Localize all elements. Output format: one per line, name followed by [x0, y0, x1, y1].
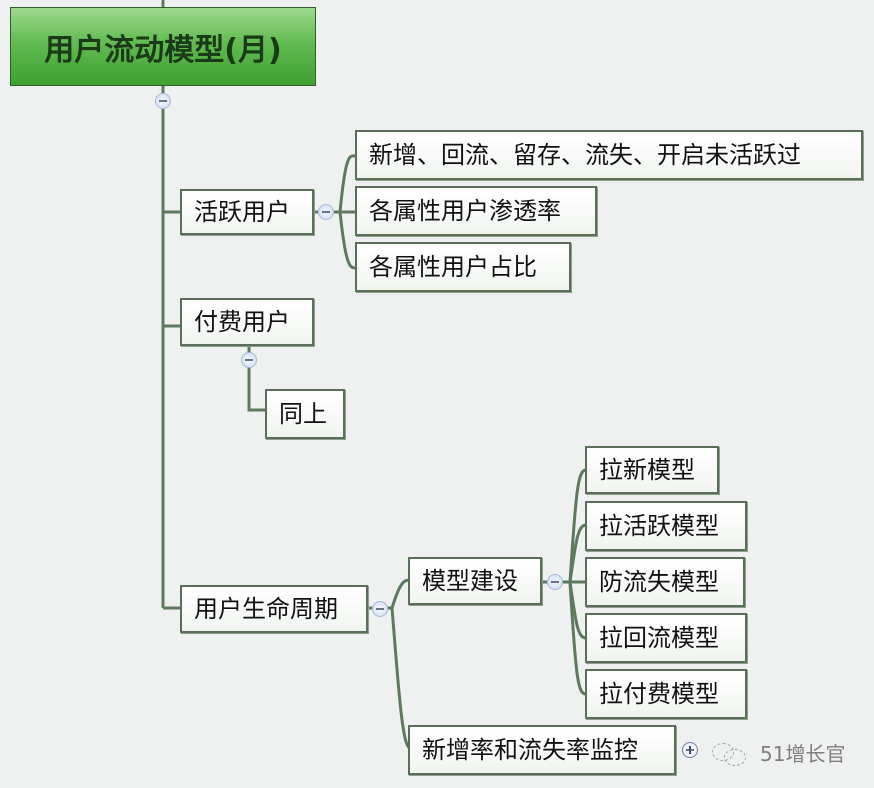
node-model-5[interactable]: 拉付费模型 — [585, 669, 747, 719]
node-label: 新增率和流失率监控 — [422, 736, 638, 764]
expand-icon[interactable] — [682, 742, 698, 758]
node-label: 用户生命周期 — [194, 595, 338, 623]
node-label: 拉回流模型 — [599, 624, 719, 652]
node-label: 各属性用户占比 — [369, 253, 537, 281]
node-model-building[interactable]: 模型建设 — [408, 557, 542, 605]
node-model-1[interactable]: 拉新模型 — [585, 446, 719, 494]
collapse-icon[interactable] — [372, 601, 388, 617]
node-model-2[interactable]: 拉活跃模型 — [585, 501, 747, 551]
watermark-text: 51增长官 — [760, 742, 846, 766]
watermark: 51增长官 — [712, 738, 845, 767]
node-paying-users[interactable]: 付费用户 — [180, 298, 314, 346]
node-label: 活跃用户 — [194, 198, 290, 226]
collapse-icon[interactable] — [241, 352, 257, 368]
node-model-4[interactable]: 拉回流模型 — [585, 613, 747, 663]
node-active-child-2[interactable]: 各属性用户渗透率 — [355, 186, 597, 236]
node-label: 拉新模型 — [599, 456, 695, 484]
node-label: 拉活跃模型 — [599, 512, 719, 540]
connector-m5 — [568, 581, 587, 696]
node-active-child-3[interactable]: 各属性用户占比 — [355, 242, 571, 292]
root-label: 用户流动模型(月) — [44, 32, 282, 68]
node-label: 付费用户 — [194, 308, 290, 336]
collapse-icon[interactable] — [155, 93, 171, 109]
connector-m2 — [568, 523, 587, 583]
node-paying-child-1[interactable]: 同上 — [265, 389, 345, 439]
node-label: 拉付费模型 — [599, 680, 719, 708]
node-label: 模型建设 — [422, 567, 518, 595]
node-active-users[interactable]: 活跃用户 — [180, 189, 314, 235]
node-label: 同上 — [279, 400, 327, 428]
node-label: 各属性用户渗透率 — [369, 197, 561, 225]
collapse-icon[interactable] — [318, 204, 334, 220]
node-monitoring[interactable]: 新增率和流失率监控 — [408, 725, 676, 775]
connector-lifecycle-c2 — [390, 607, 411, 750]
wechat-logo-icon — [712, 741, 748, 766]
connector-active-c3 — [338, 211, 357, 270]
node-label: 新增、回流、留存、流失、开启未活跃过 — [369, 141, 801, 169]
connector-active-c1 — [338, 154, 357, 213]
connector-m1 — [568, 468, 587, 583]
node-model-3[interactable]: 防流失模型 — [585, 557, 745, 607]
node-label: 防流失模型 — [599, 568, 719, 596]
collapse-icon[interactable] — [547, 574, 563, 590]
node-lifecycle[interactable]: 用户生命周期 — [180, 585, 368, 633]
node-active-child-1[interactable]: 新增、回流、留存、流失、开启未活跃过 — [355, 130, 863, 180]
root-node[interactable]: 用户流动模型(月) — [10, 7, 316, 86]
